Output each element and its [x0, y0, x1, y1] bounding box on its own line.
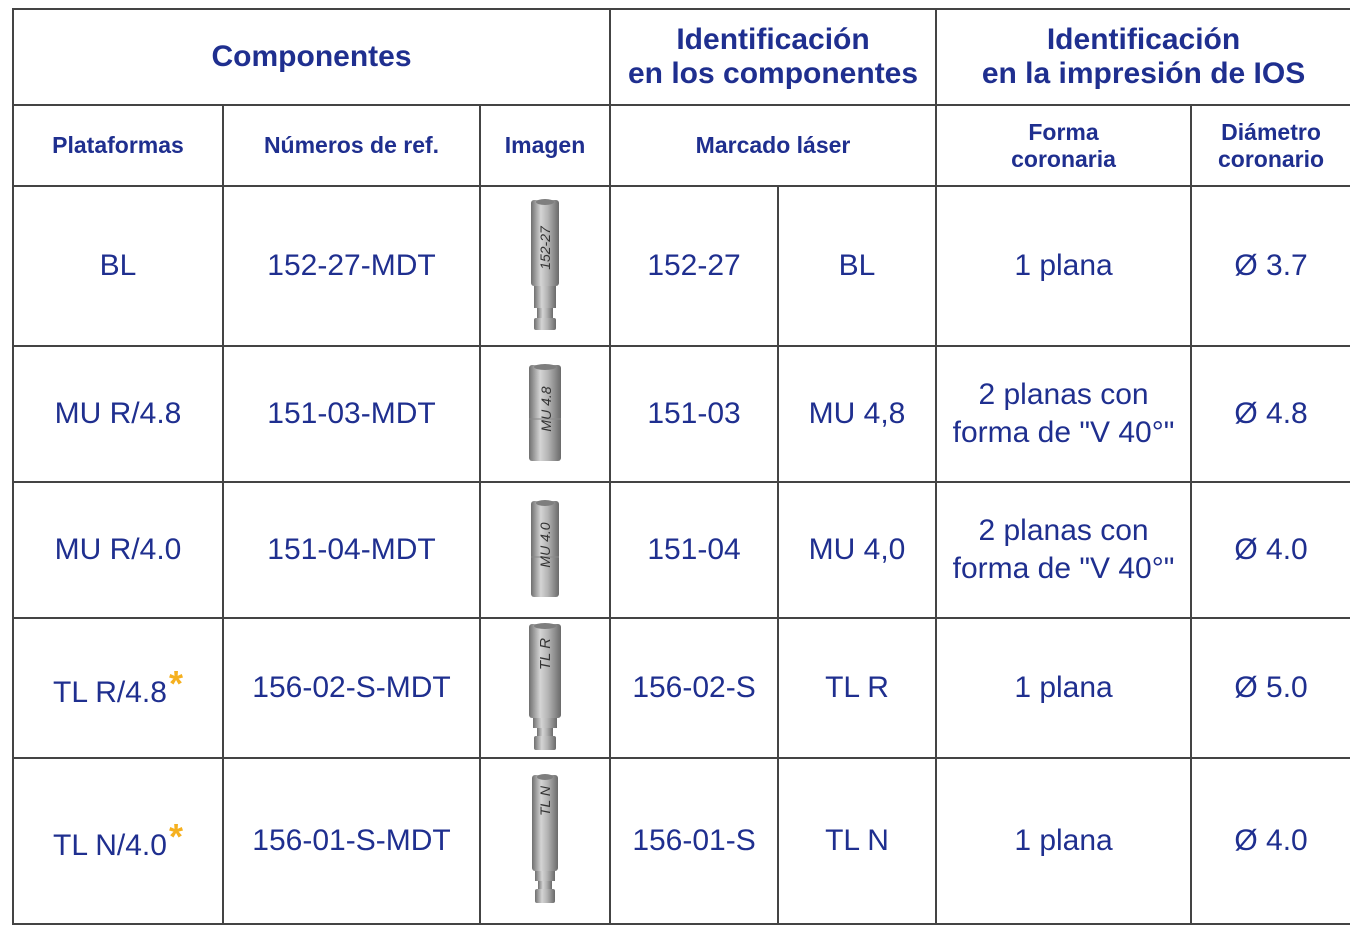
laser-code-cell: 156-02-S: [609, 617, 780, 759]
image-cell: MU 4.0: [478, 481, 612, 619]
laser-engraving-text: MU 4.8: [538, 386, 554, 431]
header-ident-ios: Identificación en la impresión de IOS: [935, 8, 1350, 106]
crown-shape-cell: 2 planas con forma de "V 40°": [935, 481, 1193, 619]
laser-platform-cell: MU 4,8: [777, 345, 938, 483]
table-row: MU R/4.0 151-04-MDT MU 4.0 151-04 MU 4,0…: [12, 481, 1350, 619]
scanbody-image: TL N: [532, 774, 559, 903]
platform-cell: MU R/4.8: [12, 345, 224, 483]
laser-platform-cell: BL: [777, 185, 938, 347]
laser-engraving-text: 152-27: [537, 225, 553, 270]
ref-cell: 156-01-S-MDT: [222, 757, 481, 925]
crown-shape-cell: 1 plana: [935, 185, 1193, 347]
laser-platform-cell: MU 4,0: [777, 481, 938, 619]
laser-engraving-text: TL R: [537, 638, 554, 670]
platform-label: BL: [99, 249, 137, 282]
header-componentes: Componentes: [11, 8, 612, 106]
header-diametro-coronario: Diámetro coronario: [1190, 104, 1350, 187]
scanbody-image: MU 4.0: [531, 500, 560, 597]
header-ident-componentes: Identificación en los componentes: [609, 8, 938, 106]
header-forma-coronaria-line2: coronaria: [1011, 145, 1116, 172]
header-imagen: Imagen: [478, 104, 612, 187]
laser-platform-cell: TL N: [777, 757, 938, 925]
table-row: TL N/4.0* 156-01-S-MDT TL N 156-01-S TL …: [12, 757, 1350, 925]
scanbody-image: TL R: [529, 623, 562, 750]
ref-cell: 151-03-MDT: [222, 345, 481, 483]
crown-diameter-cell: Ø 3.7: [1190, 185, 1350, 347]
ref-cell: 156-02-S-MDT: [222, 617, 481, 759]
header-forma-coronaria-line1: Forma: [1028, 118, 1099, 145]
components-table: Componentes Identificación en los compon…: [11, 8, 1350, 925]
table-row: BL 152-27-MDT 152-27 152-27 BL 1 plana Ø…: [12, 185, 1350, 347]
header-row-groups: Componentes Identificación en los compon…: [11, 8, 1350, 106]
platform-label: TL R/4.8: [53, 675, 167, 709]
header-ident-ios-line2: en la impresión de IOS: [981, 57, 1306, 90]
scanbody-image: 152-27: [531, 199, 560, 330]
ref-cell: 151-04-MDT: [222, 481, 481, 619]
platform-label: TL N/4.0: [53, 828, 167, 862]
header-plataformas: Plataformas: [12, 104, 224, 187]
laser-platform-cell: TL R: [777, 617, 938, 759]
crown-shape-cell: 1 plana: [935, 757, 1193, 925]
laser-code-cell: 151-03: [609, 345, 780, 483]
platform-cell: TL N/4.0*: [12, 757, 224, 925]
header-numeros-ref: Números de ref.: [222, 104, 481, 187]
ref-cell: 152-27-MDT: [222, 185, 481, 347]
header-diametro-coronario-line1: Diámetro: [1221, 118, 1321, 145]
header-row-columns: Plataformas Números de ref. Imagen Marca…: [12, 104, 1350, 187]
crown-diameter-cell: Ø 4.8: [1190, 345, 1350, 483]
platform-cell: MU R/4.0: [12, 481, 224, 619]
header-ident-componentes-line2: en los componentes: [628, 57, 919, 90]
laser-engraving-text: TL N: [537, 785, 553, 816]
header-diametro-coronario-line2: coronario: [1217, 145, 1325, 172]
laser-code-cell: 156-01-S: [609, 757, 780, 925]
asterisk-mark: *: [168, 662, 183, 704]
image-cell: TL N: [478, 757, 612, 925]
header-ident-ios-line1: Identificación: [1046, 23, 1241, 56]
platform-label: MU R/4.8: [54, 397, 182, 430]
crown-diameter-cell: Ø 4.0: [1190, 757, 1350, 925]
header-marcado-laser: Marcado láser: [609, 104, 938, 187]
platform-cell: TL R/4.8*: [12, 617, 224, 759]
table-row: MU R/4.8 151-03-MDT MU 4.8 151-03 MU 4,8…: [12, 345, 1350, 483]
platform-label: MU R/4.0: [54, 533, 182, 566]
image-cell: MU 4.8: [478, 345, 612, 483]
header-forma-coronaria: Forma coronaria: [935, 104, 1193, 187]
table-row: TL R/4.8* 156-02-S-MDT TL R 156-02-S TL …: [12, 617, 1350, 759]
laser-code-cell: 152-27: [609, 185, 780, 347]
crown-shape-cell: 1 plana: [935, 617, 1193, 759]
scanbody-image: MU 4.8: [529, 364, 562, 461]
header-ident-componentes-line1: Identificación: [676, 23, 870, 56]
laser-code-cell: 151-04: [609, 481, 780, 619]
crown-shape-cell: 2 planas con forma de "V 40°": [935, 345, 1193, 483]
crown-diameter-cell: Ø 5.0: [1190, 617, 1350, 759]
platform-cell: BL: [12, 185, 224, 347]
crown-diameter-cell: Ø 4.0: [1190, 481, 1350, 619]
asterisk-mark: *: [168, 815, 183, 857]
image-cell: 152-27: [478, 185, 612, 347]
laser-engraving-text: MU 4.0: [537, 522, 553, 567]
image-cell: TL R: [478, 617, 612, 759]
